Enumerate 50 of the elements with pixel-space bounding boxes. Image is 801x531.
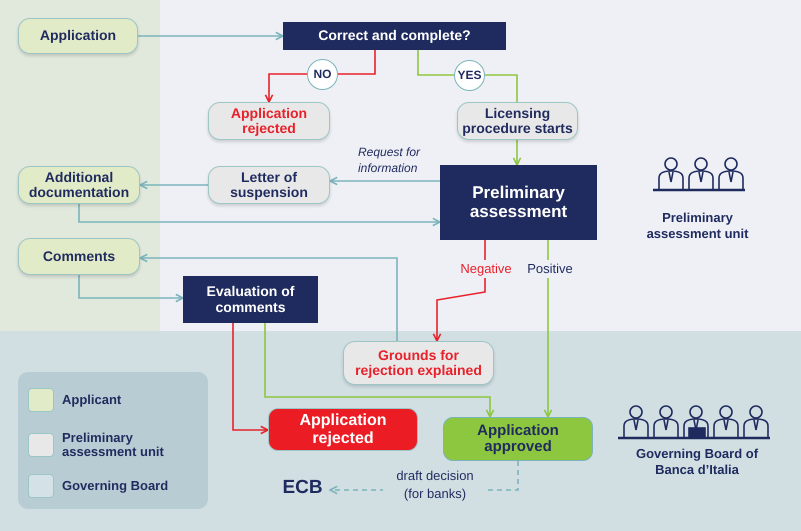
process-box <box>457 102 578 140</box>
node-text: Application approved <box>476 422 560 456</box>
node-text: Preliminary assessment <box>468 184 568 222</box>
process-box <box>18 238 140 275</box>
arrow <box>138 32 284 40</box>
arrow <box>139 254 398 341</box>
legend-text: Governing Board <box>62 478 170 494</box>
group-caption: Preliminary assessment unit <box>646 210 750 242</box>
node-text: Additional documentation <box>28 170 130 200</box>
arrow <box>264 323 494 418</box>
arrow <box>417 50 454 76</box>
process-box <box>443 417 593 461</box>
process-box <box>208 166 330 204</box>
legend-text: Preliminary assessment unit <box>62 431 165 460</box>
process-box <box>440 165 597 240</box>
arrow <box>338 50 376 75</box>
process-box <box>283 22 506 50</box>
node-text: ECB <box>282 478 323 498</box>
node-text: Application rejected <box>230 106 308 136</box>
answer-circle <box>454 60 485 91</box>
arrow <box>485 74 518 102</box>
process-box <box>183 276 318 323</box>
node-text: Licensing procedure starts <box>462 106 573 136</box>
node-text: Letter of suspension <box>229 170 309 200</box>
node-text: Grounds for rejection explained <box>354 348 483 378</box>
node-text: NO <box>314 68 332 82</box>
node-text: Evaluation of comments <box>206 284 296 315</box>
node-text: Application <box>40 28 116 44</box>
group-caption: Governing Board of Banca d’Italia <box>634 446 760 478</box>
legend-text: Applicant <box>62 392 122 408</box>
arrow <box>264 73 307 103</box>
arrow <box>139 180 208 190</box>
arrow <box>329 176 440 186</box>
answer-circle <box>307 59 338 90</box>
arrow <box>512 140 522 166</box>
node-text: Application rejected <box>298 412 388 448</box>
node-text: Correct and complete? <box>318 28 471 44</box>
process-box <box>18 18 138 54</box>
arrow <box>432 240 486 342</box>
node-text: YES <box>458 68 482 82</box>
arrow <box>544 240 552 418</box>
arrow <box>78 275 184 302</box>
arrow <box>78 204 441 226</box>
arrow <box>232 323 269 434</box>
process-box <box>208 102 330 140</box>
process-box <box>268 408 418 451</box>
node-text: Comments <box>42 248 116 264</box>
edge-label: Request for information <box>357 144 422 176</box>
process-box <box>343 341 494 385</box>
process-box <box>18 166 140 204</box>
